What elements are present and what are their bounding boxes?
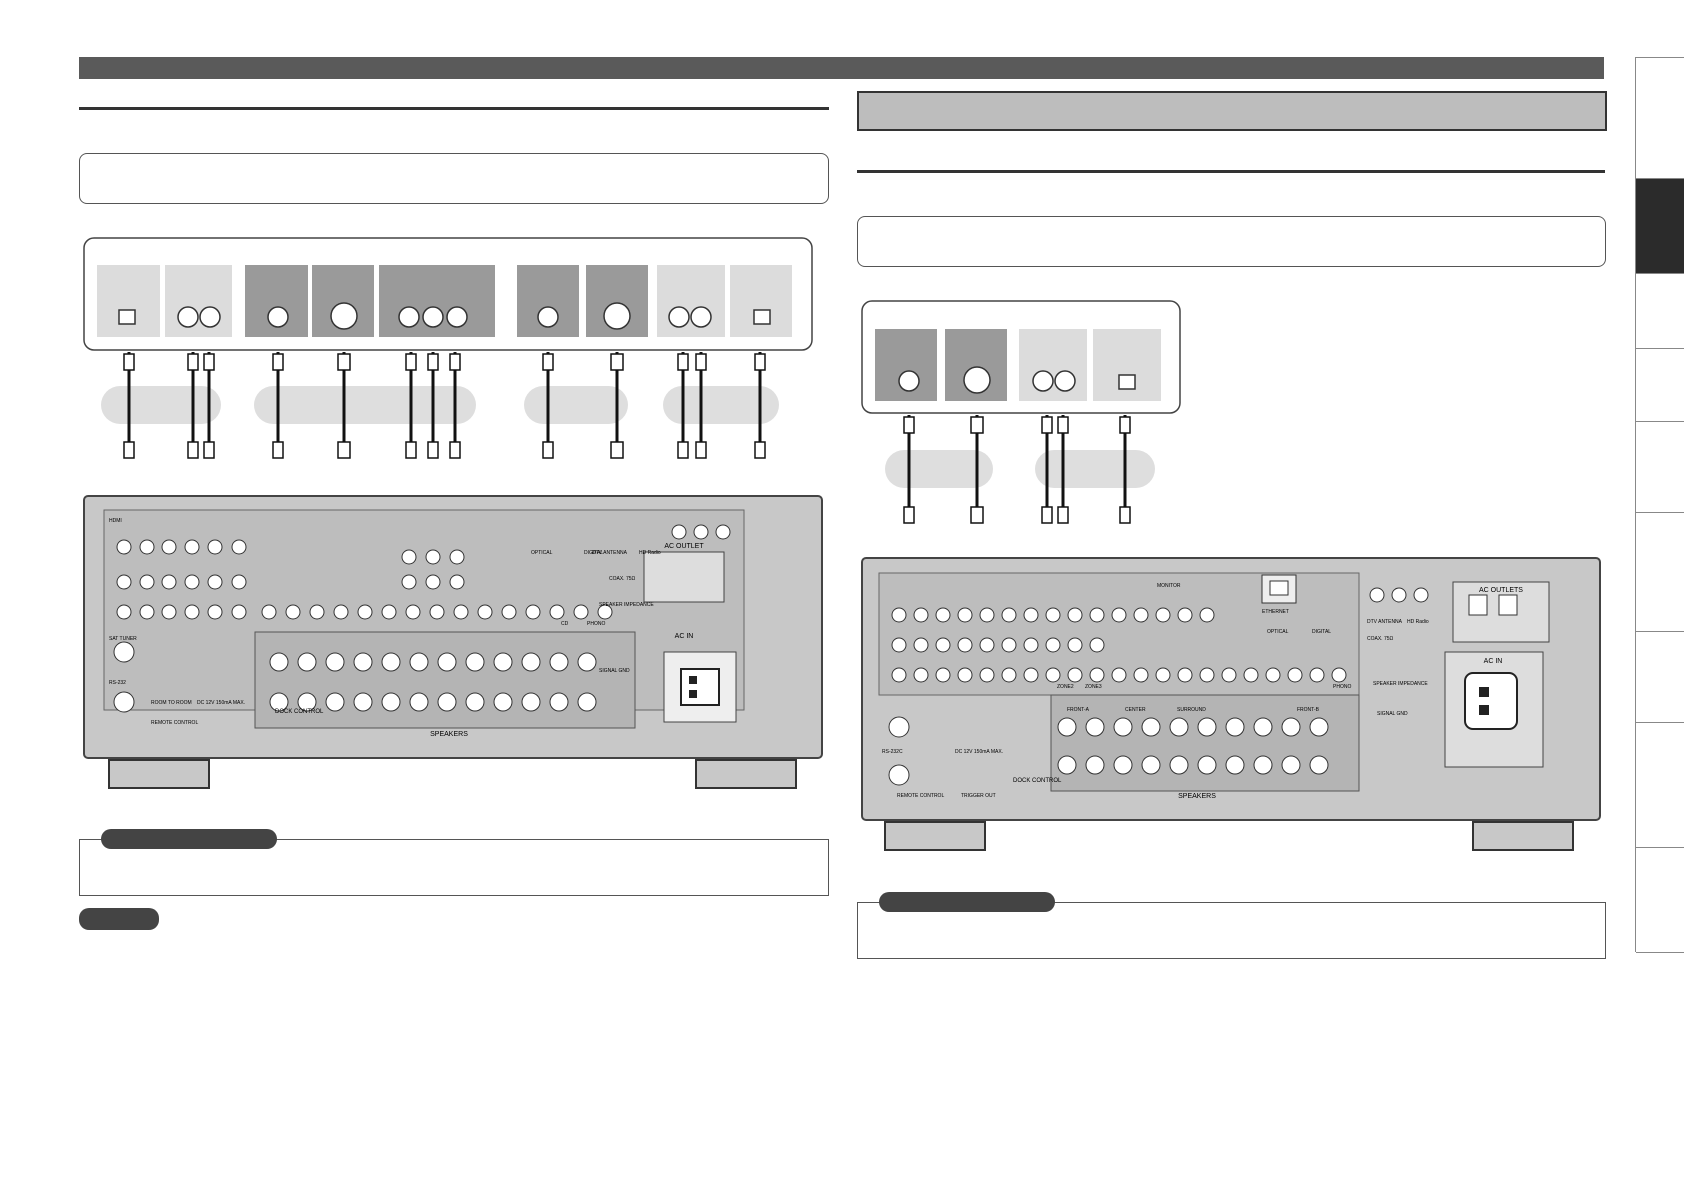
left-hdradio-label: HD Radio	[639, 550, 661, 556]
right-speakers-label: SPEAKERS	[1178, 793, 1216, 800]
left-remote-label: REMOTE CONTROL	[151, 720, 198, 726]
right-rs232-label: RS-232C	[882, 749, 903, 755]
note-heading-left	[101, 829, 277, 849]
right-coax-label: COAX. 75Ω	[1367, 636, 1394, 642]
right-connection-diagram: AC IN AC OUTLETS SPEAKERS DOCK CONTROL R…	[861, 300, 1601, 851]
index-rail	[1635, 57, 1636, 952]
right-front-a-label: FRONT-A	[1067, 707, 1090, 713]
left-ac-outlet-label: AC OUTLET	[664, 543, 704, 550]
index-tab-7[interactable]	[1636, 631, 1684, 723]
right-phono-label: PHONO	[1333, 684, 1351, 690]
device-panels-left	[97, 265, 792, 337]
left-digital-label: DIGITAL	[584, 550, 603, 556]
right-center-label: CENTER	[1125, 707, 1146, 713]
section-heading-band	[857, 91, 1607, 131]
left-impedance-label: SPEAKER IMPEDANCE	[599, 602, 654, 608]
right-trigger-label: DC 12V 150mA MAX.	[955, 749, 1003, 755]
left-hdmi-label: HDMI	[109, 518, 122, 524]
right-zone3-label: ZONE3	[1085, 684, 1102, 690]
right-surround-label: SURROUND	[1177, 707, 1206, 713]
left-sat-label: SAT TUNER	[109, 636, 137, 642]
right-digital-label: DIGITAL	[1312, 629, 1331, 635]
right-ac-outlets-label: AC OUTLETS	[1479, 587, 1523, 594]
note-badge-left	[79, 908, 159, 930]
right-dock-label: DOCK CONTROL	[1013, 778, 1062, 784]
index-tab-8[interactable]	[1636, 722, 1684, 848]
left-ac-in-label: AC IN	[675, 633, 694, 640]
right-optical-label: OPTICAL	[1267, 629, 1289, 635]
left-optical-label: OPTICAL	[531, 550, 553, 556]
right-impedance-label: SPEAKER IMPEDANCE	[1373, 681, 1428, 687]
left-rs232-label: RS-232	[109, 680, 126, 686]
index-tab-3[interactable]	[1636, 273, 1684, 349]
index-tab-4[interactable]	[1636, 348, 1684, 422]
right-dtv-label: DTV ANTENNA	[1367, 619, 1403, 625]
note-heading-right	[879, 892, 1055, 912]
device-panels-right	[875, 329, 1161, 401]
intro-box-right	[857, 216, 1606, 267]
right-remote-label: REMOTE CONTROL	[897, 793, 944, 799]
left-speakers-label: SPEAKERS	[430, 731, 468, 738]
right-ac-in-label: AC IN	[1484, 658, 1503, 665]
right-signal-gnd-label: SIGNAL GND	[1377, 711, 1408, 717]
index-tab-1[interactable]	[1636, 57, 1684, 179]
index-tab-9[interactable]	[1636, 847, 1684, 953]
section-rule-right	[857, 170, 1605, 173]
header-bar	[79, 57, 1604, 79]
right-front-b-label: FRONT-B	[1297, 707, 1320, 713]
left-dock-label: DOCK CONTROL	[275, 709, 324, 715]
right-trigger-out-label: TRIGGER OUT	[961, 793, 996, 799]
index-tab-6[interactable]	[1636, 512, 1684, 632]
section-rule-left	[79, 107, 829, 110]
index-tab-5[interactable]	[1636, 421, 1684, 513]
left-phono-label: PHONO	[587, 621, 605, 627]
right-hdradio-label: HD Radio	[1407, 619, 1429, 625]
left-coax-label: COAX. 75Ω	[609, 576, 636, 582]
left-trigger-label: DC 12V 150mA MAX.	[197, 700, 245, 706]
intro-box-left	[79, 153, 829, 204]
right-monitor-label: MONITOR	[1157, 583, 1181, 589]
left-dtv-label: DTV ANTENNA	[592, 550, 628, 556]
left-cd-label: CD	[561, 621, 569, 627]
right-ethernet-label: ETHERNET	[1262, 609, 1289, 615]
right-zone2-label: ZONE2	[1057, 684, 1074, 690]
left-signal-gnd-label: SIGNAL GND	[599, 668, 630, 674]
left-connection-diagram: AC IN AC OUTLET SPEAKERS DOCK CONTROL RE…	[83, 237, 823, 789]
index-tab-active[interactable]	[1636, 178, 1684, 274]
left-room-to-room-label: ROOM TO ROOM	[151, 700, 192, 706]
